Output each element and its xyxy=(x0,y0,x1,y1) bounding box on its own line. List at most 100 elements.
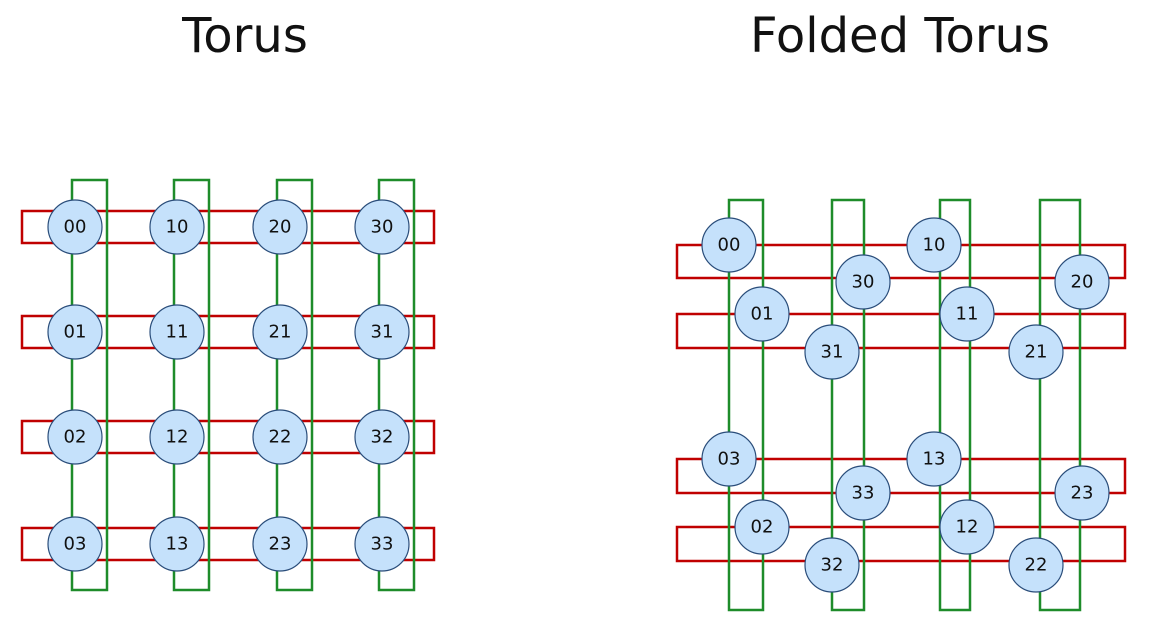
torus-title: Torus xyxy=(182,8,308,64)
node-circle xyxy=(252,409,308,465)
node-label: 12 xyxy=(956,517,979,538)
node-circle xyxy=(734,499,790,555)
node-circle xyxy=(47,304,103,360)
node-circle xyxy=(804,324,860,380)
node-circle xyxy=(906,217,962,273)
node: 33 xyxy=(354,516,410,572)
node: 13 xyxy=(149,516,205,572)
node: 03 xyxy=(47,516,103,572)
node: 02 xyxy=(47,409,103,465)
node-label: 20 xyxy=(269,217,292,238)
node: 02 xyxy=(734,499,790,555)
node-circle xyxy=(354,516,410,572)
node-circle xyxy=(1008,324,1064,380)
node: 22 xyxy=(1008,537,1064,593)
node-circle xyxy=(149,516,205,572)
node-circle xyxy=(47,409,103,465)
node-circle xyxy=(939,499,995,555)
node: 23 xyxy=(1054,465,1110,521)
node-circle xyxy=(149,409,205,465)
node: 00 xyxy=(701,217,757,273)
node-circle xyxy=(939,286,995,342)
node-label: 00 xyxy=(718,235,741,256)
node-label: 11 xyxy=(956,304,979,325)
row-ring xyxy=(20,314,436,350)
node-label: 31 xyxy=(821,342,844,363)
node-label: 21 xyxy=(269,322,292,343)
node: 20 xyxy=(252,199,308,255)
node-label: 22 xyxy=(1025,555,1048,576)
node-label: 03 xyxy=(64,534,87,555)
node: 21 xyxy=(252,304,308,360)
column-ring xyxy=(275,178,314,592)
node-label: 12 xyxy=(166,427,189,448)
node-circle xyxy=(906,431,962,487)
node: 32 xyxy=(804,537,860,593)
node-label: 00 xyxy=(64,217,87,238)
node-label: 23 xyxy=(1071,483,1094,504)
node-circle xyxy=(734,286,790,342)
node: 03 xyxy=(701,431,757,487)
node: 00 xyxy=(47,199,103,255)
column-ring xyxy=(727,198,765,612)
folded-torus-diagram: 00 30 10 20 01 31 11 21 03 33 13 23 02 32 12 22 xyxy=(675,198,1127,612)
node-label: 13 xyxy=(923,449,946,470)
node-label: 21 xyxy=(1025,342,1048,363)
node-label: 10 xyxy=(166,217,189,238)
node: 30 xyxy=(835,254,891,310)
node-circle xyxy=(701,217,757,273)
node: 22 xyxy=(252,409,308,465)
node: 31 xyxy=(804,324,860,380)
node-circle xyxy=(1054,254,1110,310)
column-ring xyxy=(830,198,866,612)
column-ring xyxy=(938,198,972,612)
row-ring xyxy=(20,419,436,455)
node-label: 13 xyxy=(166,534,189,555)
node-label: 30 xyxy=(852,272,875,293)
node-circle xyxy=(835,254,891,310)
folded-torus-title: Folded Torus xyxy=(749,8,1051,64)
node-circle xyxy=(252,304,308,360)
node-circle xyxy=(804,537,860,593)
node-label: 02 xyxy=(64,427,87,448)
node-circle xyxy=(835,465,891,521)
node: 10 xyxy=(149,199,205,255)
node-circle xyxy=(252,199,308,255)
node-label: 33 xyxy=(852,483,875,504)
row-ring xyxy=(20,209,436,245)
node-circle xyxy=(149,304,205,360)
node: 12 xyxy=(149,409,205,465)
node: 01 xyxy=(734,286,790,342)
node-label: 02 xyxy=(751,517,774,538)
node: 31 xyxy=(354,304,410,360)
node: 01 xyxy=(47,304,103,360)
row-ring xyxy=(675,457,1127,495)
node-label: 11 xyxy=(166,322,189,343)
node-circle xyxy=(47,516,103,572)
node-label: 23 xyxy=(269,534,292,555)
node-circle xyxy=(354,409,410,465)
node-circle xyxy=(252,516,308,572)
node-label: 31 xyxy=(371,322,394,343)
node-circle xyxy=(1054,465,1110,521)
column-ring xyxy=(172,178,211,592)
node-circle xyxy=(47,199,103,255)
node-label: 03 xyxy=(718,449,741,470)
node-label: 01 xyxy=(751,304,774,325)
node: 23 xyxy=(252,516,308,572)
node-label: 32 xyxy=(821,555,844,576)
node-circle xyxy=(1008,537,1064,593)
column-ring xyxy=(70,178,109,592)
node-label: 10 xyxy=(923,235,946,256)
node: 21 xyxy=(1008,324,1064,380)
node-label: 22 xyxy=(269,427,292,448)
row-ring xyxy=(675,312,1127,350)
column-ring xyxy=(377,178,416,592)
node: 20 xyxy=(1054,254,1110,310)
node-label: 32 xyxy=(371,427,394,448)
node: 11 xyxy=(149,304,205,360)
node: 32 xyxy=(354,409,410,465)
node-circle xyxy=(354,199,410,255)
